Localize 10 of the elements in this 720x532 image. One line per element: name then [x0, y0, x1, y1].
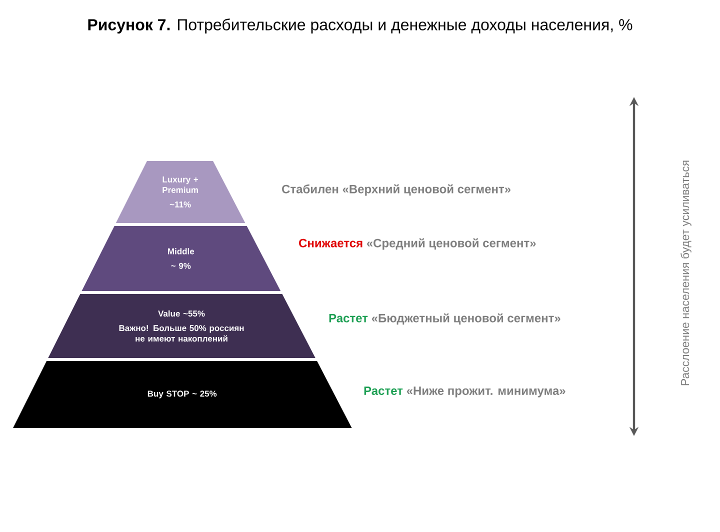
- title: Рисунок 7. Потребительские расходы и денежные доходы населения, %: [88, 18, 632, 34]
- pyramid-band: Luxury + Premium ~11%: [116, 161, 246, 223]
- side-note: Расслоение населения будет усиливаться: [680, 160, 692, 386]
- pyramid-band: Middle ~ 9%: [82, 226, 281, 291]
- pyramid-band: Buy STOP ~ 25%: [13, 361, 352, 428]
- pyramid-band: Value ~55% Важно! Больше 50% россиян не имеют накоплений: [48, 294, 316, 358]
- status-text: Стабилен «Верхний ценовой сегмент»: [282, 184, 510, 196]
- status-text: Растет «Бюджетный ценовой сегмент»: [329, 313, 560, 325]
- status-text: Снижается «Средний ценовой сегмент»: [299, 238, 536, 250]
- status-text: Растет «Ниже прожит. минимума»: [364, 386, 566, 398]
